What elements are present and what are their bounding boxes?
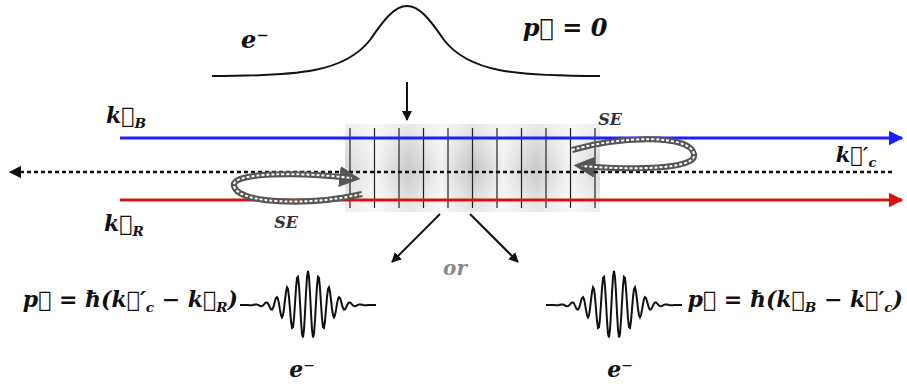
fringe-line <box>447 128 448 208</box>
se-loop-right-hatch <box>572 139 694 168</box>
momentum-label: p⃗ = ħ(k⃗B − k⃗′c) <box>688 288 903 311</box>
blue-beam <box>120 137 902 140</box>
se-label: SE <box>274 215 298 232</box>
or-label: or <box>443 258 467 279</box>
electron-label: e⁻ <box>241 27 269 52</box>
electron-label: e⁻ <box>289 358 315 381</box>
se-loop-right <box>572 139 694 168</box>
electron-wavepacket-right <box>546 271 682 337</box>
scattered-beam <box>10 171 892 174</box>
fringe-line <box>472 128 473 208</box>
momentum-label: p⃗ = 0 <box>523 15 608 40</box>
incoming-arrow <box>406 82 408 120</box>
wavevector-label: k⃗B <box>106 104 146 127</box>
electron-label: e⁻ <box>607 358 633 381</box>
se-label: SE <box>598 112 622 129</box>
fringe-line <box>570 128 571 208</box>
momentum-label: p⃗ = ħ(k⃗′c − k⃗R) <box>23 288 238 311</box>
wavevector-label: k⃗′c <box>834 144 879 166</box>
wavevector-label: k⃗R <box>104 212 144 235</box>
fringe-line <box>545 128 546 208</box>
red-beam <box>120 199 902 202</box>
se-loop-left-hatch <box>234 174 362 201</box>
electron-wavepacket-left <box>240 271 376 337</box>
standing-wave-fringes <box>350 128 595 208</box>
se-loop-left <box>234 174 362 201</box>
fringe-line <box>521 128 522 208</box>
outgoing-arrow-left <box>392 214 440 262</box>
fringe-line <box>496 128 497 208</box>
outgoing-arrow-right <box>470 214 518 262</box>
fringe-line <box>374 128 375 208</box>
fringe-line <box>423 128 424 208</box>
fringe-line <box>398 128 399 208</box>
